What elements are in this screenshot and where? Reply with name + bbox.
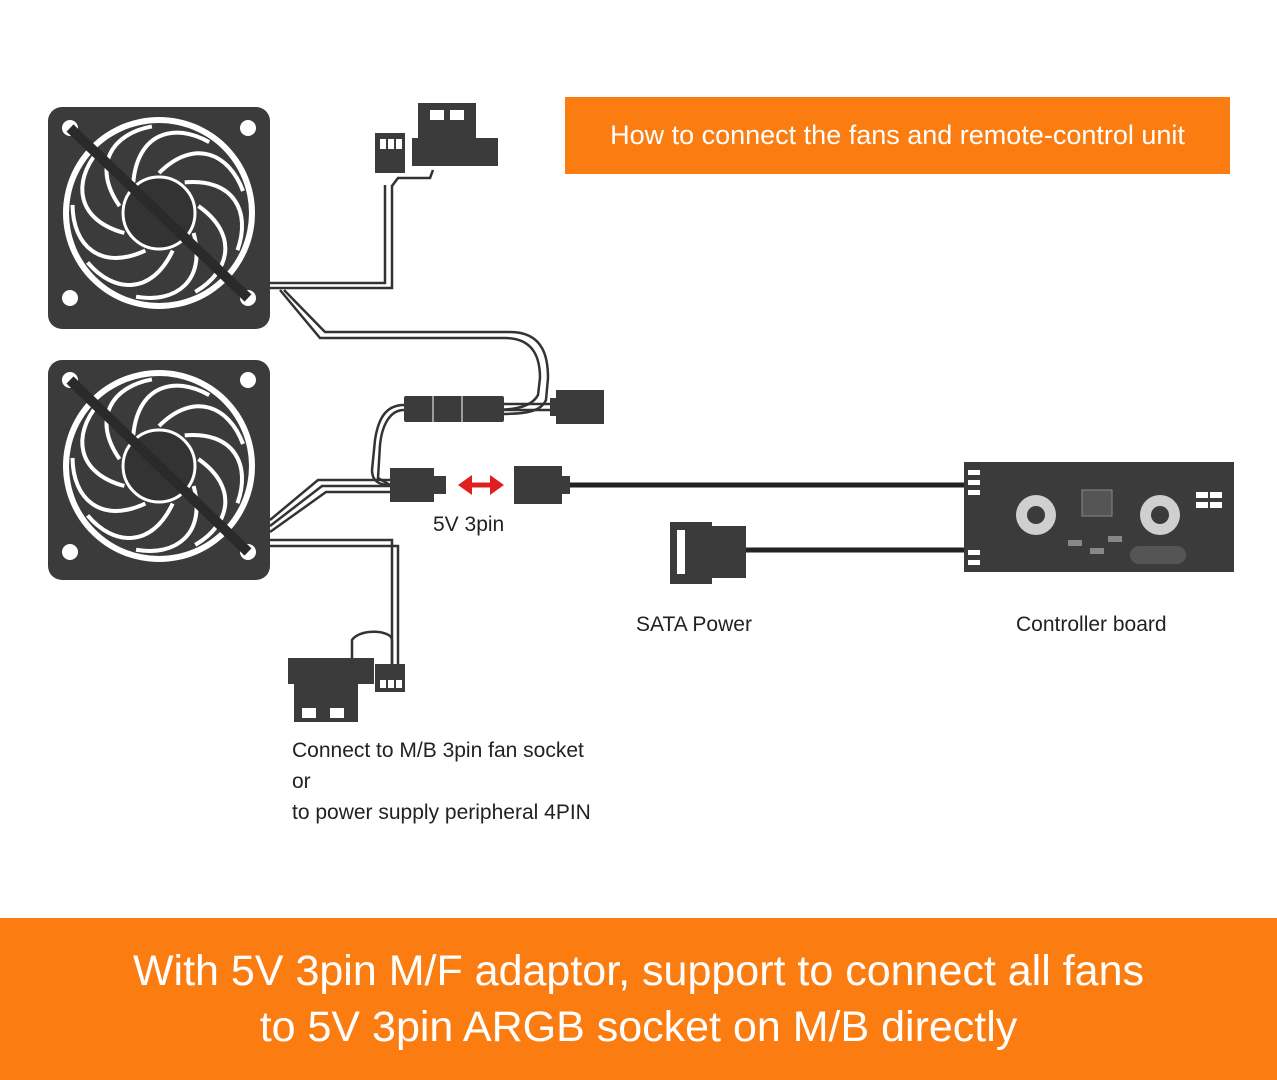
connector-top-3pin (375, 133, 405, 173)
adaptor-female (514, 466, 570, 504)
mb-note-line3: to power supply peripheral 4PIN (292, 801, 591, 824)
splitter (404, 390, 604, 424)
sata-connector (670, 522, 746, 584)
connector-bottom-3pin (375, 664, 405, 692)
mb-note: Connect to M/B 3pin fan socket or to pow… (292, 735, 591, 828)
cables (269, 169, 965, 668)
footer-line-2: to 5V 3pin ARGB socket on M/B directly (259, 1003, 1018, 1051)
sata-label: SATA Power (636, 613, 752, 636)
connector-bottom-4pin (288, 658, 374, 722)
mb-note-line1: Connect to M/B 3pin fan socket (292, 739, 584, 762)
double-arrow (458, 475, 504, 495)
controller-label: Controller board (1016, 613, 1167, 636)
fan-top (48, 107, 270, 329)
controller-board (964, 462, 1234, 572)
adaptor-male (390, 468, 446, 502)
title-banner: How to connect the fans and remote-contr… (565, 97, 1230, 174)
fan-bottom (48, 360, 270, 580)
mb-note-line2: or (292, 770, 311, 793)
adaptor-label: 5V 3pin (433, 513, 505, 536)
connector-top-4pin (412, 103, 498, 166)
footer-banner: With 5V 3pin M/F adaptor, support to con… (0, 918, 1277, 1080)
footer-line-1: With 5V 3pin M/F adaptor, support to con… (132, 947, 1145, 995)
